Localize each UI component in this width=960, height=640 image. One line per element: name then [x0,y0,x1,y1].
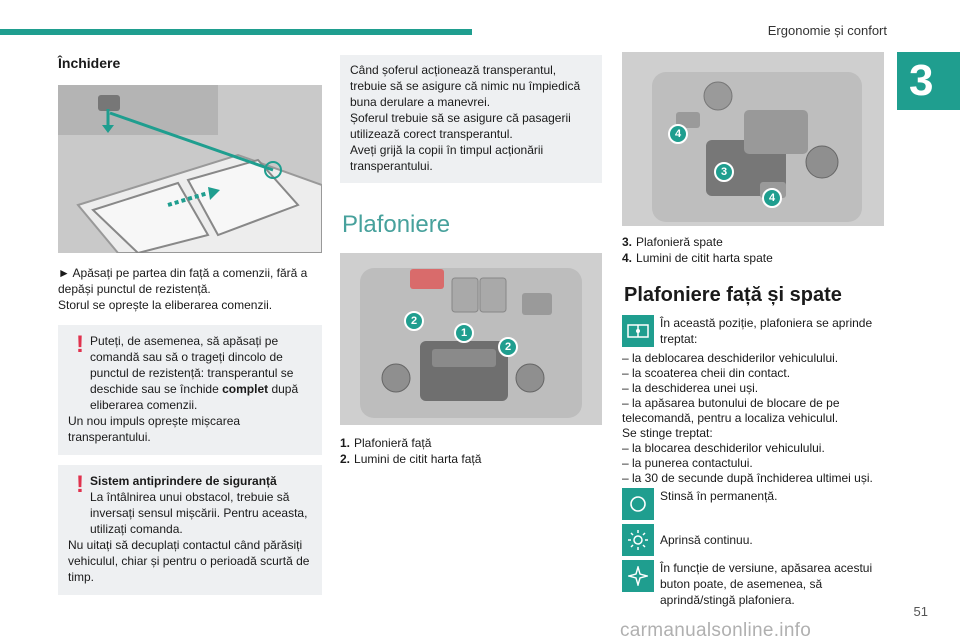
column-front-rear-lights: 4 3 4 3.Plafonieră spate 4.Lumini de cit… [622,52,884,612]
warning-icon: ! [76,331,84,358]
warning-full-close: ! Puteți, de asemenea, să apăsați pe com… [58,325,322,455]
chapter-tab: 3 [897,52,960,110]
callout-2-right: 2 [498,337,518,357]
door-mode-row: În această poziție, plafoniera se aprind… [622,315,884,347]
door-light-icon [622,315,654,347]
callout-4-left: 4 [668,124,688,144]
watermark: carmanualsonline.info [620,620,812,640]
driver-safety-note: Când șoferul acționează transperantul, t… [340,55,602,183]
off-item: – la blocarea deschiderilor vehiculului. [622,441,825,455]
callout-4-right: 4 [762,188,782,208]
legend-item: 3.Plafonieră spate [622,235,723,249]
header-accent-bar [0,29,472,35]
front-rear-lights-heading: Plafoniere față și spate [624,284,842,306]
front-lights-photo: 2 1 2 [340,253,602,425]
on-mode-row: Aprinsă continuu. [622,524,884,556]
callout-1: 1 [454,323,474,343]
column-ceiling-lights: Când șoferul acționează transperantul, t… [340,55,602,467]
off-mode-row: Stinsă în permanență. [622,488,884,520]
on-item: – la deblocarea deschiderilor vehicululu… [622,351,839,365]
anti-pinch-body: La întâlnirea unui obstacol, trebuie să … [90,490,308,536]
sunroof-photo [58,85,322,253]
legend-item: 4.Lumini de citit harta spate [622,251,773,265]
rear-lights-photo: 4 3 4 [622,52,884,226]
off-title: Se stinge treptat: [622,426,713,440]
light-on-icon [622,524,654,556]
touch-light-icon [622,560,654,592]
touch-mode-row: În funcție de versiune, apăsarea acestui… [622,560,884,608]
light-off-icon [622,488,654,520]
note-line-1: Când șoferul acționează transperantul, t… [350,63,581,109]
on-item: – la scoaterea cheii din contact. [622,366,791,380]
warning-icon: ! [76,471,84,498]
on-item: – la deschiderea unei uși. [622,381,759,395]
warning-full-close-text: Puteți, de asemenea, să apăsați pe coman… [90,334,299,412]
off-item: – la punerea contactului. [622,456,753,470]
off-mode-text: Stinsă în permanență. [660,489,778,503]
callout-3: 3 [714,162,734,182]
on-item: – la apăsarea butonului de blocare de pe… [622,396,840,425]
page-number: 51 [913,604,928,619]
warning-anti-pinch: ! Sistem antiprindere de siguranță La în… [58,465,322,595]
off-item: – la 30 de secunde după închiderea ultim… [622,471,873,485]
anti-pinch-body-2: Nu uitați să decuplați contactul când pă… [68,538,310,584]
door-mode-text: În această poziție, plafoniera se aprind… [660,316,873,346]
closing-heading: Închidere [58,55,121,71]
front-lights-legend: 1.Plafonieră față 2.Lumini de citit hart… [340,435,602,467]
touch-mode-text: În funcție de versiune, apăsarea acestui… [660,561,873,607]
closing-instruction: ► Apăsați pe partea din față a comenzii,… [58,266,308,296]
closing-release-note: Storul se oprește la eliberarea comenzii… [58,298,273,312]
rear-lights-legend: 3.Plafonieră spate 4.Lumini de citit har… [622,234,884,266]
note-line-2: Șoferul trebuie să se asigure că pasager… [350,111,571,141]
legend-item: 1.Plafonieră față [340,436,432,450]
column-closing: Închidere ► Apăsați pe partea din față a… [58,55,322,595]
legend-item: 2.Lumini de citit harta față [340,452,482,466]
callout-2-left: 2 [404,311,424,331]
anti-pinch-title: Sistem antiprindere de siguranță [90,474,277,488]
section-title: Ergonomie și confort [767,23,887,38]
on-mode-text: Aprinsă continuu. [660,533,753,547]
warning-full-close-text-2: Un nou impuls oprește mișcarea transpera… [68,414,241,444]
note-line-3: Aveți grijă la copii în timpul acționări… [350,143,544,173]
ceiling-lights-heading: Plafoniere [342,211,451,238]
